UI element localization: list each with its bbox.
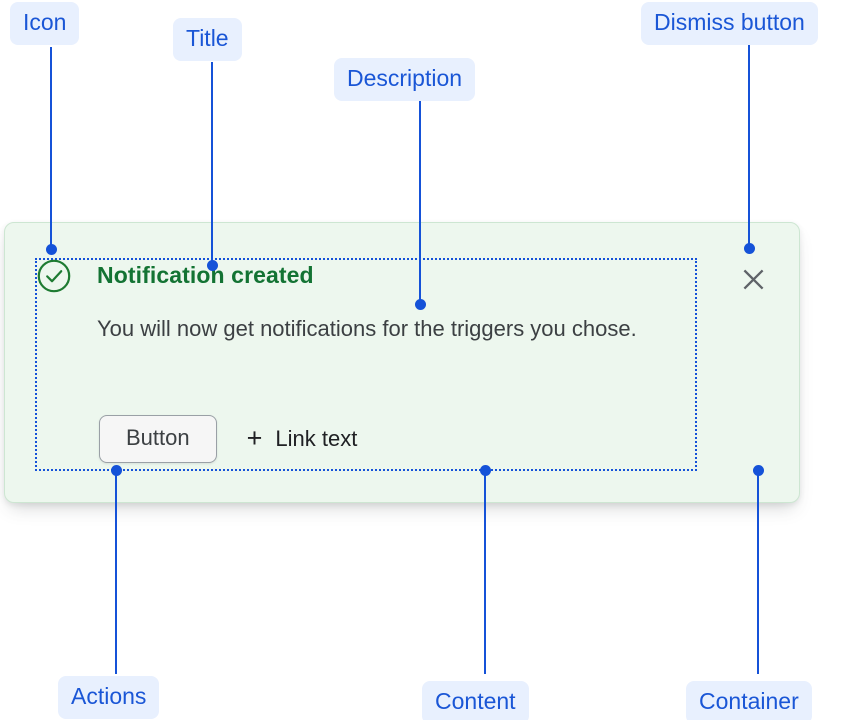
leader-line-title [211, 62, 213, 265]
leader-dot-title [206, 260, 218, 271]
leader-dot-actions [110, 465, 122, 476]
leader-line-actions [115, 470, 117, 674]
notification-actions: Button + Link text [99, 415, 357, 463]
annotation-label-dismiss-button: Dismiss button [641, 2, 818, 45]
dismiss-button[interactable] [735, 261, 771, 297]
close-icon [743, 269, 763, 289]
annotation-label-description: Description [334, 58, 476, 101]
leader-line-container [757, 470, 759, 674]
annotation-label-title: Title [173, 18, 242, 61]
leader-line-dismiss [748, 45, 750, 250]
annotation-label-actions: Actions [58, 676, 160, 719]
annotation-label-icon: Icon [10, 2, 80, 45]
notification-container: Notification created You will now get no… [4, 222, 800, 503]
action-link[interactable]: + Link text [246, 422, 358, 453]
annotation-label-container: Container [686, 681, 812, 720]
leader-dot-content [479, 465, 491, 476]
leader-dot-description [414, 299, 426, 310]
notification-description: You will now get notifications for the t… [97, 316, 637, 341]
check-circle-icon [37, 259, 71, 293]
action-link-label: Link text [275, 426, 358, 451]
action-button[interactable]: Button [99, 415, 217, 463]
notification-title: Notification created [97, 262, 314, 288]
plus-icon: + [246, 422, 263, 453]
content-region-outline [35, 258, 697, 471]
leader-dot-icon [45, 244, 57, 255]
leader-line-icon [50, 47, 52, 249]
leader-line-description [419, 100, 421, 305]
annotation-label-content: Content [422, 681, 529, 720]
leader-line-content [484, 470, 486, 674]
leader-dot-dismiss [743, 243, 755, 254]
leader-dot-container [752, 465, 764, 476]
